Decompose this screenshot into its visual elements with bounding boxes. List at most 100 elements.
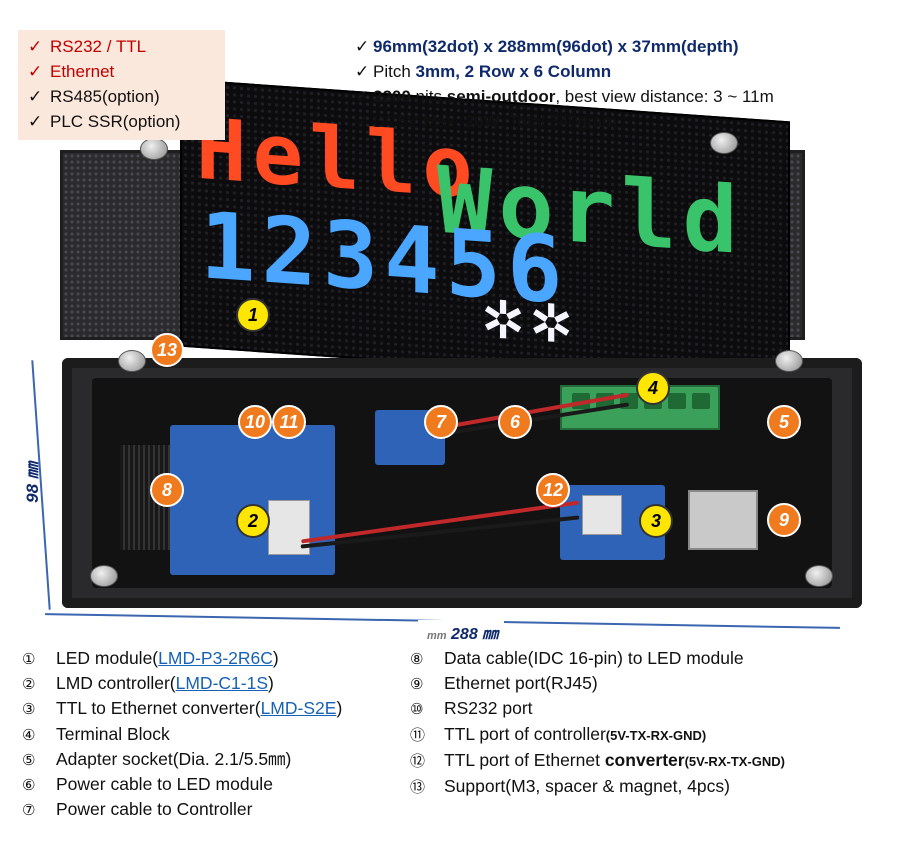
check-icon: ✓ — [355, 112, 370, 131]
support-magnet — [118, 350, 146, 372]
callout-13: 13 — [150, 333, 184, 367]
legend-text: TTL port of controller — [444, 723, 606, 744]
support-magnet — [140, 138, 168, 160]
check-icon: ✓ — [28, 87, 43, 106]
spec-pitch: ✓Pitch 3mm, 2 Row x 6 Column — [355, 59, 774, 84]
callout-1: 1 — [236, 298, 270, 332]
legend-text: ) — [272, 648, 279, 668]
support-magnet — [710, 132, 738, 154]
callout-8: 8 — [150, 473, 184, 507]
feature-label: PLC SSR(option) — [50, 112, 181, 131]
legend-text: LED module( — [56, 648, 159, 668]
product-photo: Hello World 123456 ✲✲ 1 2 3 4 5 6 7 8 9 … — [18, 78, 862, 644]
led-text-symbol: ✲✲ — [482, 271, 579, 361]
legend-number: ⑥ — [22, 776, 36, 795]
legend-number: ② — [22, 675, 36, 694]
controller-board — [170, 425, 335, 575]
legend-item: ⑬ Support(M3, spacer & magnet, 4pcs) — [410, 774, 785, 799]
legend-number: ③ — [22, 700, 36, 719]
callout-3: 3 — [639, 504, 673, 538]
width-value: 288 — [451, 626, 478, 643]
spec-nits-value: 2200 — [373, 87, 411, 106]
legend-text: Adapter socket(Dia. 2.1/5.5㎜) — [56, 748, 292, 769]
legend-text: ) — [268, 673, 274, 694]
legend-number: ⑩ — [410, 700, 424, 719]
legend-text: Terminal Block — [56, 723, 170, 744]
legend-text: Data cable(IDC 16-pin) to LED module — [444, 648, 744, 668]
check-icon: ✓ — [355, 87, 370, 106]
feature-label: RS485(option) — [50, 87, 160, 106]
terminal-slot — [692, 393, 710, 409]
feature-item: ✓ PLC SSR(option) — [28, 109, 215, 134]
feature-item: ✓ Ethernet — [28, 59, 215, 84]
support-magnet — [775, 350, 803, 372]
callout-5: 5 — [767, 405, 801, 439]
legend-item: ⑤ Adapter socket(Dia. 2.1/5.5㎜) — [22, 747, 342, 772]
check-icon: ✓ — [355, 62, 370, 81]
width-prefix: mm — [427, 630, 447, 642]
legend-item: ⑪ TTL port of controller(5V-TX-RX-GND) — [410, 722, 785, 748]
legend-item: ⑩ RS232 port — [410, 696, 785, 721]
callout-7: 7 — [424, 405, 458, 439]
spec-semi-outdoor: semi-outdoor — [446, 87, 556, 106]
link-lmd-p3-2r6c[interactable]: LMD-P3-2R6C — [158, 648, 273, 668]
check-icon: ✓ — [28, 112, 43, 131]
legend-bold-text: converter — [604, 749, 685, 770]
legend-text: Support(M3, spacer & magnet, 4pcs) — [444, 776, 730, 797]
height-dimension-label: 98 ㎜ — [18, 462, 43, 503]
spec-dimensions: ✓96mm(32dot) x 288mm(96dot) x 37mm(depth… — [355, 34, 774, 59]
link-lmd-c1-1s[interactable]: LMD-C1-1S — [175, 673, 269, 694]
spec-view-distance: , best view distance: 3 ~ 11m — [555, 87, 774, 106]
width-unit: ㎜ — [482, 626, 499, 643]
legend-pinout: (5V-TX-RX-GND) — [605, 727, 707, 743]
legend-item: ① LED module(LMD-P3-2R6C) — [22, 646, 342, 671]
feature-item: ✓ RS232 / TTL — [28, 34, 215, 59]
check-icon: ✓ — [28, 37, 43, 56]
check-icon: ✓ — [28, 62, 43, 81]
feature-box: ✓ RS232 / TTL ✓ Ethernet ✓ RS485(option) ✓ P… — [18, 30, 225, 140]
spec-list: ✓96mm(32dot) x 288mm(96dot) x 37mm(depth… — [355, 34, 774, 134]
legend-number: ⑦ — [22, 801, 36, 820]
height-unit: ㎜ — [22, 462, 42, 480]
spec-brightness: ✓2200 nits semi-outdoor, best view dista… — [355, 84, 774, 109]
legend-item: ⑦ Power cable to Controller — [22, 797, 342, 822]
legend-pinout: (5V-RX-TX-GND) — [684, 753, 785, 769]
legend-number: ① — [22, 650, 36, 668]
callout-9: 9 — [767, 503, 801, 537]
callout-10: 10 — [238, 405, 272, 439]
callout-11: 11 — [272, 405, 306, 439]
spec-power-label: DC5V Max. — [373, 112, 465, 131]
legend-text: ) — [336, 698, 343, 719]
legend-item: ⑥ Power cable to LED module — [22, 772, 342, 797]
spec-pitch-value: 3mm, 2 Row x 6 Column — [415, 62, 612, 81]
spec-weight: , Total 340gram — [499, 112, 617, 131]
link-lmd-s2e[interactable]: LMD-S2E — [260, 698, 337, 719]
width-dimension-label: mm 288 ㎜ — [418, 620, 505, 644]
feature-label: RS232 / TTL — [50, 37, 147, 56]
spec-dimensions-text: 96mm(32dot) x 288mm(96dot) x 37mm(depth) — [373, 37, 739, 56]
legend-number: ⑬ — [410, 778, 426, 797]
check-icon: ✓ — [355, 37, 370, 56]
callout-4: 4 — [636, 371, 670, 405]
ethernet-chip — [582, 495, 622, 535]
legend-text: Power cable to LED module — [56, 774, 273, 795]
legend-number: ⑪ — [410, 725, 426, 744]
spec-nits-unit: nits — [410, 87, 447, 106]
spec-power: ✓DC5V Max. 20W, Total 340gram — [355, 109, 774, 134]
rj45-port — [688, 490, 758, 550]
feature-label: Ethernet — [50, 62, 115, 81]
legend-text: Power cable to Controller — [56, 799, 253, 820]
callout-6: 6 — [498, 405, 532, 439]
legend-text: Ethernet port(RJ45) — [444, 673, 598, 694]
spec-pitch-label: Pitch — [373, 62, 416, 81]
height-value: 98 — [22, 483, 42, 503]
legend-number: ⑤ — [22, 750, 36, 769]
legend-text: RS232 port — [444, 698, 533, 719]
